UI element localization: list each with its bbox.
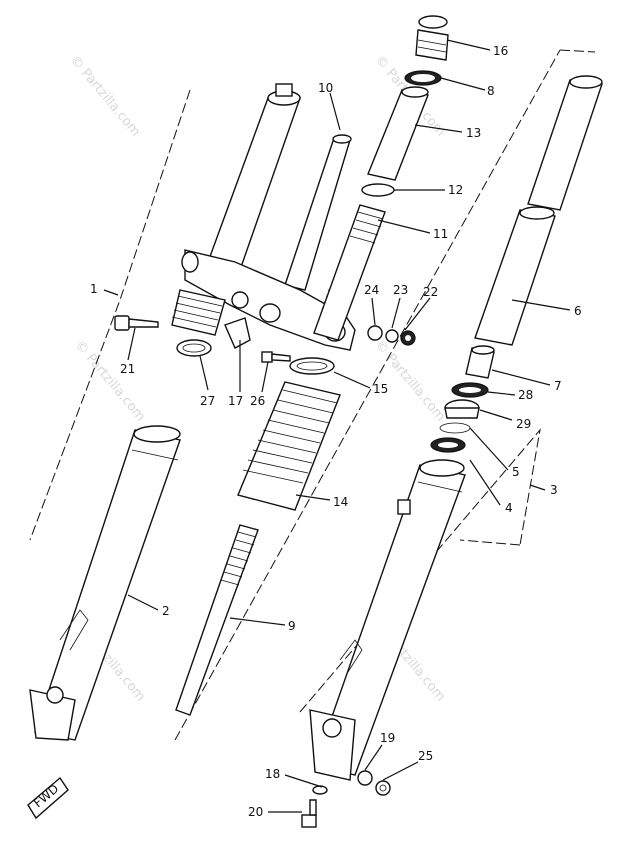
callout-13: 13 [466,126,481,140]
fwd-arrow-icon: FWD [27,776,69,820]
leader-lines [103,39,571,813]
oil-seal-4 [430,437,466,453]
washer-18 [312,785,328,795]
seal-15 [289,357,335,375]
callout-6: 6 [574,304,582,318]
callout-5: 5 [512,465,520,479]
callout-15: 15 [373,382,388,396]
callout-22: 22 [423,285,438,299]
left-dust-boot [171,289,226,336]
right-outer-tube [309,459,466,781]
watermark-text: © Partzilla.com [72,338,148,424]
seal-28 [451,382,489,398]
callout-18: 18 [265,767,280,781]
cap-bolt [415,15,449,61]
bushing-7 [465,345,495,379]
callout-20: 20 [248,805,263,819]
left-outer-tube [29,425,181,741]
callout-19: 19 [380,731,395,745]
bolt-21 [114,315,159,331]
steering-stem [284,134,352,291]
callout-16: 16 [493,44,508,58]
washer-24 [367,325,383,341]
callout-17: 17 [228,394,243,408]
callout-12: 12 [448,183,463,197]
washer-23 [385,329,399,343]
left-seal [176,339,212,357]
callout-4: 4 [505,501,513,515]
left-inner-tube [207,83,301,271]
callout-26: 26 [250,394,265,408]
callout-28: 28 [518,388,533,402]
callout-29: 29 [516,417,531,431]
callout-14: 14 [333,495,348,509]
callout-21: 21 [120,362,135,376]
bolt-25 [375,780,391,796]
drain-bolt-20 [301,799,317,828]
callout-10: 10 [318,81,333,95]
callout-23: 23 [393,283,408,297]
callout-24: 24 [364,283,379,297]
callout-1: 1 [90,282,98,296]
seal-29 [444,399,480,419]
callout-25: 25 [418,749,433,763]
callout-3: 3 [550,483,558,497]
washer-12 [361,183,395,197]
callout-7: 7 [554,379,562,393]
clip-5 [439,422,471,434]
fork-spring [313,204,386,341]
spacer-13 [367,86,429,181]
callout-labels: 1 2 3 4 5 6 7 8 9 10 11 12 13 14 15 16 1… [90,44,582,819]
bolt-26 [261,351,291,363]
right-inner-tube-lower [474,206,556,346]
callout-11: 11 [433,227,448,241]
washer-19 [357,770,373,786]
damper-rod [175,524,259,716]
callout-27: 27 [200,394,215,408]
right-inner-tube-upper [527,75,603,211]
watermark-text: © Partzilla.com [67,53,143,139]
o-ring-8 [404,70,442,86]
callout-9: 9 [288,619,296,633]
assembly-outlines [29,49,596,741]
callout-2: 2 [162,604,170,618]
nut-22 [400,330,416,346]
callout-8: 8 [487,84,495,98]
dust-boot-14 [237,381,341,511]
